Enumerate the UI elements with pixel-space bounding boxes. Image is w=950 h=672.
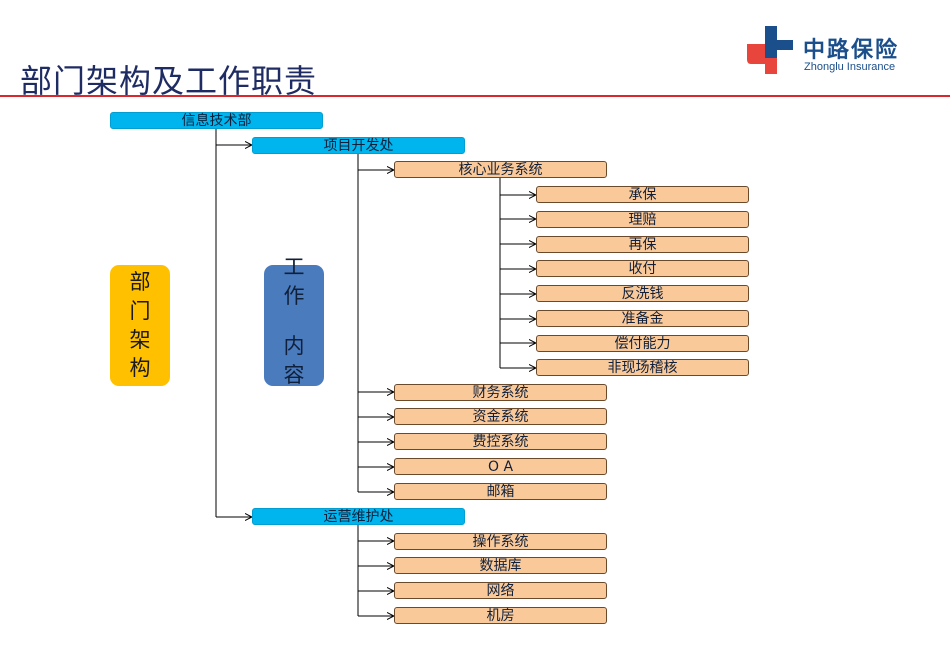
ops-dept-node: 运营维护处 — [252, 508, 465, 525]
logo-cross-icon — [747, 26, 793, 74]
ops-child-node: 数据库 — [394, 557, 607, 574]
org-char: 架 — [129, 327, 151, 352]
project-system-node: 邮箱 — [394, 483, 607, 500]
work-content-label: 工 作 内 容 — [264, 255, 324, 387]
project-system-node: 资金系统 — [394, 408, 607, 425]
org-structure-text: 部门架构 — [130, 268, 151, 384]
work-char: 工 — [283, 255, 305, 280]
core-child-node: 非现场稽核 — [536, 359, 749, 376]
work-content-text: 工 作 内 容 — [284, 253, 305, 390]
project-system-node: 费控系统 — [394, 433, 607, 450]
core-child-node: 再保 — [536, 236, 749, 253]
project-dept-node: 项目开发处 — [252, 137, 465, 154]
org-char: 构 — [129, 356, 151, 381]
slide-title: 部门架构及工作职责 — [20, 62, 318, 100]
core-child-node: 收付 — [536, 260, 749, 277]
logo-name-en: Zhonglu Insurance — [804, 61, 896, 73]
org-char: 部 — [129, 269, 151, 294]
ops-child-node: 网络 — [394, 582, 607, 599]
title-divider — [0, 95, 950, 97]
logo-name-cn: 中路保险 — [803, 38, 900, 63]
core-child-node: 理赔 — [536, 211, 749, 228]
root-node: 信息技术部 — [110, 112, 323, 129]
core-system-node: 核心业务系统 — [394, 161, 607, 178]
work-char: 容 — [283, 362, 305, 387]
org-char: 门 — [129, 298, 151, 323]
ops-child-node: 机房 — [394, 607, 607, 624]
core-child-node: 准备金 — [536, 310, 749, 327]
work-char: 内 — [283, 334, 305, 358]
work-char — [284, 311, 305, 332]
project-system-node: 财务系统 — [394, 384, 607, 401]
project-system-node: O A — [394, 458, 607, 475]
ops-child-node: 操作系统 — [394, 533, 607, 550]
core-child-node: 偿付能力 — [536, 335, 749, 352]
core-child-node: 反洗钱 — [536, 285, 749, 302]
core-child-node: 承保 — [536, 186, 749, 203]
work-char: 作 — [283, 284, 305, 309]
company-logo: 中路保险 Zhonglu Insurance — [743, 24, 943, 76]
org-structure-label: 部门架构 — [110, 265, 170, 386]
